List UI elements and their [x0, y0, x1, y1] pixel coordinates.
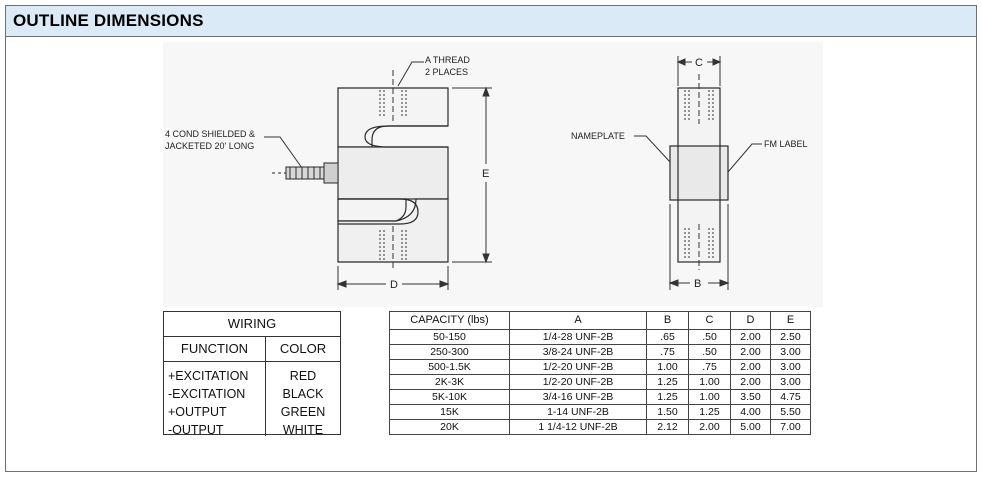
cell-capacity: 500-1.5K: [389, 359, 510, 375]
cell-e: 3.00: [770, 374, 811, 390]
thread-holes: [379, 70, 407, 268]
dimensions-table: CAPACITY (lbs) A B C D E 50-150 1/4-28 U…: [389, 311, 811, 435]
cable-leader: [264, 136, 303, 169]
nameplate-label: NAMEPLATE: [571, 131, 625, 141]
cable: [272, 162, 339, 184]
cell-d: 4.00: [730, 404, 771, 420]
cell-c: .50: [688, 344, 731, 360]
thread-leader: [397, 61, 424, 87]
cell-a: 1 1/4-12 UNF-2B: [509, 419, 647, 435]
col-c: C: [688, 311, 731, 330]
wiring-function: -EXCITATION: [168, 387, 246, 401]
cell-a: 3/4-16 UNF-2B: [509, 389, 647, 405]
dim-b-label: B: [694, 278, 701, 290]
dimension-c: [676, 56, 722, 86]
col-d: D: [730, 311, 771, 330]
cell-e: 3.00: [770, 344, 811, 360]
cell-b: 2.12: [646, 419, 689, 435]
cell-b: 1.25: [646, 389, 689, 405]
wiring-function: +EXCITATION: [168, 369, 249, 383]
thread-label-2: 2 PLACES: [425, 67, 468, 77]
section-header: OUTLINE DIMENSIONS: [6, 6, 976, 37]
table-row: 50-150 1/4-28 UNF-2B .65 .50 2.00 2.50: [389, 329, 811, 345]
cell-e: 4.75: [770, 389, 811, 405]
wiring-color: BLACK: [282, 387, 324, 401]
wiring-functions: +EXCITATION -EXCITATION +OUTPUT -OUTPUT: [164, 362, 266, 437]
cell-a: 1/2-20 UNF-2B: [509, 359, 647, 375]
cell-b: 1.00: [646, 359, 689, 375]
cell-a: 1-14 UNF-2B: [509, 404, 647, 420]
table-row: 250-300 3/8-24 UNF-2B .75 .50 2.00 3.00: [389, 344, 811, 360]
thread-label-1: A THREAD: [425, 55, 470, 65]
cell-a: 1/2-20 UNF-2B: [509, 374, 647, 390]
dimension-e: [452, 86, 492, 264]
cell-capacity: 5K-10K: [389, 389, 510, 405]
dimension-b: [668, 204, 730, 290]
cell-b: 1.50: [646, 404, 689, 420]
col-b: B: [646, 311, 689, 330]
wiring-title: WIRING: [164, 312, 340, 337]
cell-b: .75: [646, 344, 689, 360]
cell-e: 3.00: [770, 359, 811, 375]
cell-capacity: 20K: [389, 419, 510, 435]
table-row: 20K 1 1/4-12 UNF-2B 2.12 2.00 5.00 7.00: [389, 419, 811, 435]
cable-label-1: 4 COND SHIELDED &: [165, 129, 255, 139]
section-title: OUTLINE DIMENSIONS: [13, 11, 204, 30]
wiring-function: -OUTPUT: [168, 423, 224, 437]
table-row: 2K-3K 1/2-20 UNF-2B 1.25 1.00 2.00 3.00: [389, 374, 811, 390]
cell-d: 2.00: [730, 374, 771, 390]
end-view-thread-holes: [684, 74, 714, 270]
cell-b: .65: [646, 329, 689, 345]
fm-label-leader: [727, 143, 762, 173]
dim-d-label: D: [390, 279, 398, 291]
cell-c: 1.25: [688, 404, 731, 420]
cell-d: 5.00: [730, 419, 771, 435]
cell-c: 1.00: [688, 389, 731, 405]
wiring-color: GREEN: [280, 405, 326, 419]
wiring-col-color: COLOR: [279, 341, 327, 356]
dimensions-header-row: CAPACITY (lbs) A B C D E: [389, 311, 811, 330]
cell-a: 3/8-24 UNF-2B: [509, 344, 647, 360]
wiring-colors: RED BLACK GREEN WHITE: [266, 362, 340, 437]
cell-capacity: 15K: [389, 404, 510, 420]
cell-e: 2.50: [770, 329, 811, 345]
cell-d: 3.50: [730, 389, 771, 405]
dim-e-label: E: [482, 168, 489, 180]
wiring-color: WHITE: [282, 423, 324, 437]
cell-c: .50: [688, 329, 731, 345]
table-row: 500-1.5K 1/2-20 UNF-2B 1.00 .75 2.00 3.0…: [389, 359, 811, 375]
wiring-col-function: FUNCTION: [164, 337, 266, 361]
cell-capacity: 2K-3K: [389, 374, 510, 390]
col-e: E: [770, 311, 811, 330]
col-capacity: CAPACITY (lbs): [389, 311, 510, 330]
wiring-function: +OUTPUT: [168, 405, 227, 419]
table-row: 5K-10K 3/4-16 UNF-2B 1.25 1.00 3.50 4.75: [389, 389, 811, 405]
cell-a: 1/4-28 UNF-2B: [509, 329, 647, 345]
cell-c: 2.00: [688, 419, 731, 435]
cell-d: 2.00: [730, 344, 771, 360]
wiring-color: RED: [289, 369, 317, 383]
cell-e: 7.00: [770, 419, 811, 435]
table-row: 15K 1-14 UNF-2B 1.50 1.25 4.00 5.50: [389, 404, 811, 420]
cell-d: 2.00: [730, 329, 771, 345]
cell-b: 1.25: [646, 374, 689, 390]
cell-e: 5.50: [770, 404, 811, 420]
wiring-header-row: FUNCTION COLOR: [164, 337, 340, 362]
cell-capacity: 50-150: [389, 329, 510, 345]
wiring-table: WIRING FUNCTION COLOR +EXCITATION -EXCIT…: [163, 311, 341, 437]
cell-capacity: 250-300: [389, 344, 510, 360]
cell-d: 2.00: [730, 359, 771, 375]
dim-c-label: C: [695, 57, 703, 69]
cell-c: 1.00: [688, 374, 731, 390]
wiring-body: +EXCITATION -EXCITATION +OUTPUT -OUTPUT …: [164, 362, 340, 437]
cable-label-2: JACKETED 20' LONG: [165, 141, 254, 151]
col-a: A: [509, 311, 647, 330]
nameplate-leader: [634, 135, 671, 163]
dimension-d: [336, 266, 450, 290]
cell-c: .75: [688, 359, 731, 375]
fm-label: FM LABEL: [764, 139, 808, 149]
